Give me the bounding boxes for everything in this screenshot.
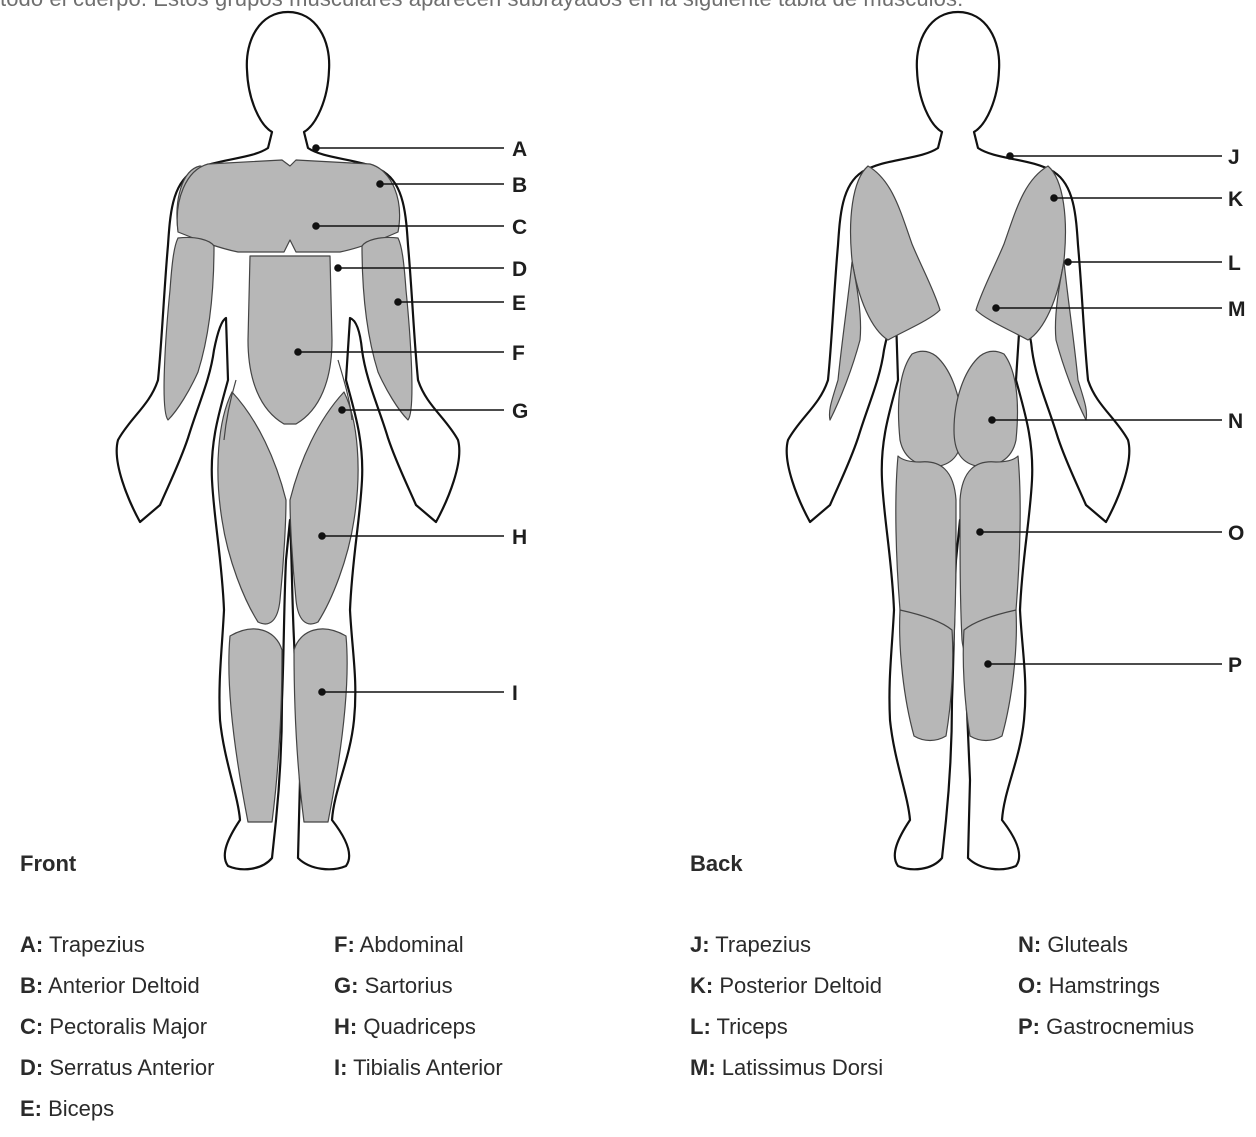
legend-key: E: <box>20 1096 42 1121</box>
legend-label: Quadriceps <box>363 1014 476 1039</box>
legend-key: K: <box>690 973 713 998</box>
legend-key: I: <box>334 1055 347 1080</box>
front-muscle-tibialis-right <box>294 629 347 822</box>
callout-letter-N: N <box>1228 410 1243 433</box>
callout-dot-N <box>989 417 995 423</box>
callout-letter-E: E <box>512 292 526 315</box>
back-callout-letters: J K L M N O P <box>1228 146 1246 677</box>
legend-item-E: E: Biceps <box>20 1096 214 1137</box>
legend-label: Trapezius <box>49 932 145 957</box>
legend-item-O: O: Hamstrings <box>1018 973 1194 1014</box>
legend-key: L: <box>690 1014 711 1039</box>
callout-letter-H: H <box>512 526 527 549</box>
legend-label: Sartorius <box>365 973 453 998</box>
legend-key: J: <box>690 932 710 957</box>
callout-dot-K <box>1051 195 1057 201</box>
callout-dot-A <box>313 145 319 151</box>
legend-key: B: <box>20 973 43 998</box>
legend-label: Anterior Deltoid <box>48 973 200 998</box>
legend-item-I: I: Tibialis Anterior <box>334 1055 503 1096</box>
legend-key: P: <box>1018 1014 1040 1039</box>
callout-dot-D <box>335 265 341 271</box>
legend-label: Pectoralis Major <box>49 1014 207 1039</box>
legend-label: Biceps <box>48 1096 114 1121</box>
legend-label: Hamstrings <box>1049 973 1160 998</box>
back-view-title: Back <box>690 851 743 877</box>
legend-key: M: <box>690 1055 716 1080</box>
callout-letter-M: M <box>1228 298 1246 321</box>
callout-letter-D: D <box>512 258 527 281</box>
back-figure <box>787 12 1130 869</box>
legend-item-K: K: Posterior Deltoid <box>690 973 883 1014</box>
callout-dot-I <box>319 689 325 695</box>
legend-column-2: F: Abdominal G: Sartorius H: Quadriceps … <box>334 932 503 1096</box>
legend-label: Posterior Deltoid <box>719 973 882 998</box>
callout-letter-K: K <box>1228 188 1243 211</box>
legend-label: Abdominal <box>360 932 464 957</box>
legend-item-J: J: Trapezius <box>690 932 883 973</box>
front-view-title: Front <box>20 851 76 877</box>
callout-dot-E <box>395 299 401 305</box>
callout-dot-C <box>313 223 319 229</box>
callout-dot-G <box>339 407 345 413</box>
front-muscle-pectoral <box>177 160 399 252</box>
legend-label: Gastrocnemius <box>1046 1014 1194 1039</box>
legend-item-M: M: Latissimus Dorsi <box>690 1055 883 1096</box>
legend-item-B: B: Anterior Deltoid <box>20 973 214 1014</box>
legend-key: F: <box>334 932 355 957</box>
legend-item-D: D: Serratus Anterior <box>20 1055 214 1096</box>
legend-item-H: H: Quadriceps <box>334 1014 503 1055</box>
callout-dot-M <box>993 305 999 311</box>
legend-key: G: <box>334 973 358 998</box>
callout-letter-A: A <box>512 138 527 161</box>
legend-key: C: <box>20 1014 43 1039</box>
legend-label: Trapezius <box>715 932 811 957</box>
callout-letter-L: L <box>1228 252 1241 275</box>
callout-letter-C: C <box>512 216 527 239</box>
legend-column-1: A: Trapezius B: Anterior Deltoid C: Pect… <box>20 932 214 1137</box>
callout-letter-F: F <box>512 342 525 365</box>
callout-letter-O: O <box>1228 522 1244 545</box>
legend-key: A: <box>20 932 43 957</box>
front-callout-letters: A B C D E F G H I <box>512 138 528 705</box>
callout-dot-B <box>377 181 383 187</box>
callout-letter-P: P <box>1228 654 1242 677</box>
legend-column-4: N: Gluteals O: Hamstrings P: Gastrocnemi… <box>1018 932 1194 1055</box>
legend-item-L: L: Triceps <box>690 1014 883 1055</box>
legend-column-3: J: Trapezius K: Posterior Deltoid L: Tri… <box>690 932 883 1096</box>
legend-key: N: <box>1018 932 1041 957</box>
legend-label: Gluteals <box>1047 932 1128 957</box>
callout-dot-P <box>985 661 991 667</box>
callout-letter-G: G <box>512 400 528 423</box>
front-figure <box>117 12 460 869</box>
legend-key: D: <box>20 1055 43 1080</box>
legend-label: Triceps <box>716 1014 787 1039</box>
legend-item-N: N: Gluteals <box>1018 932 1194 973</box>
front-muscle-abdominal <box>248 256 332 424</box>
legend-item-G: G: Sartorius <box>334 973 503 1014</box>
legend-item-A: A: Trapezius <box>20 932 214 973</box>
callout-dot-L <box>1065 259 1071 265</box>
callout-letter-B: B <box>512 174 527 197</box>
callout-dot-O <box>977 529 983 535</box>
legend-item-P: P: Gastrocnemius <box>1018 1014 1194 1055</box>
front-body-outline <box>117 12 460 869</box>
callout-dot-F <box>295 349 301 355</box>
callout-letter-J: J <box>1228 146 1240 169</box>
legend-key: H: <box>334 1014 357 1039</box>
legend-label: Serratus Anterior <box>49 1055 214 1080</box>
legend-item-F: F: Abdominal <box>334 932 503 973</box>
muscle-diagram: A B C D E F G H I J K L M N O P <box>0 0 1256 900</box>
callout-dot-J <box>1007 153 1013 159</box>
legend-label: Tibialis Anterior <box>353 1055 503 1080</box>
legend-item-C: C: Pectoralis Major <box>20 1014 214 1055</box>
callout-dot-H <box>319 533 325 539</box>
legend-label: Latissimus Dorsi <box>722 1055 883 1080</box>
callout-letter-I: I <box>512 682 518 705</box>
legend-key: O: <box>1018 973 1042 998</box>
